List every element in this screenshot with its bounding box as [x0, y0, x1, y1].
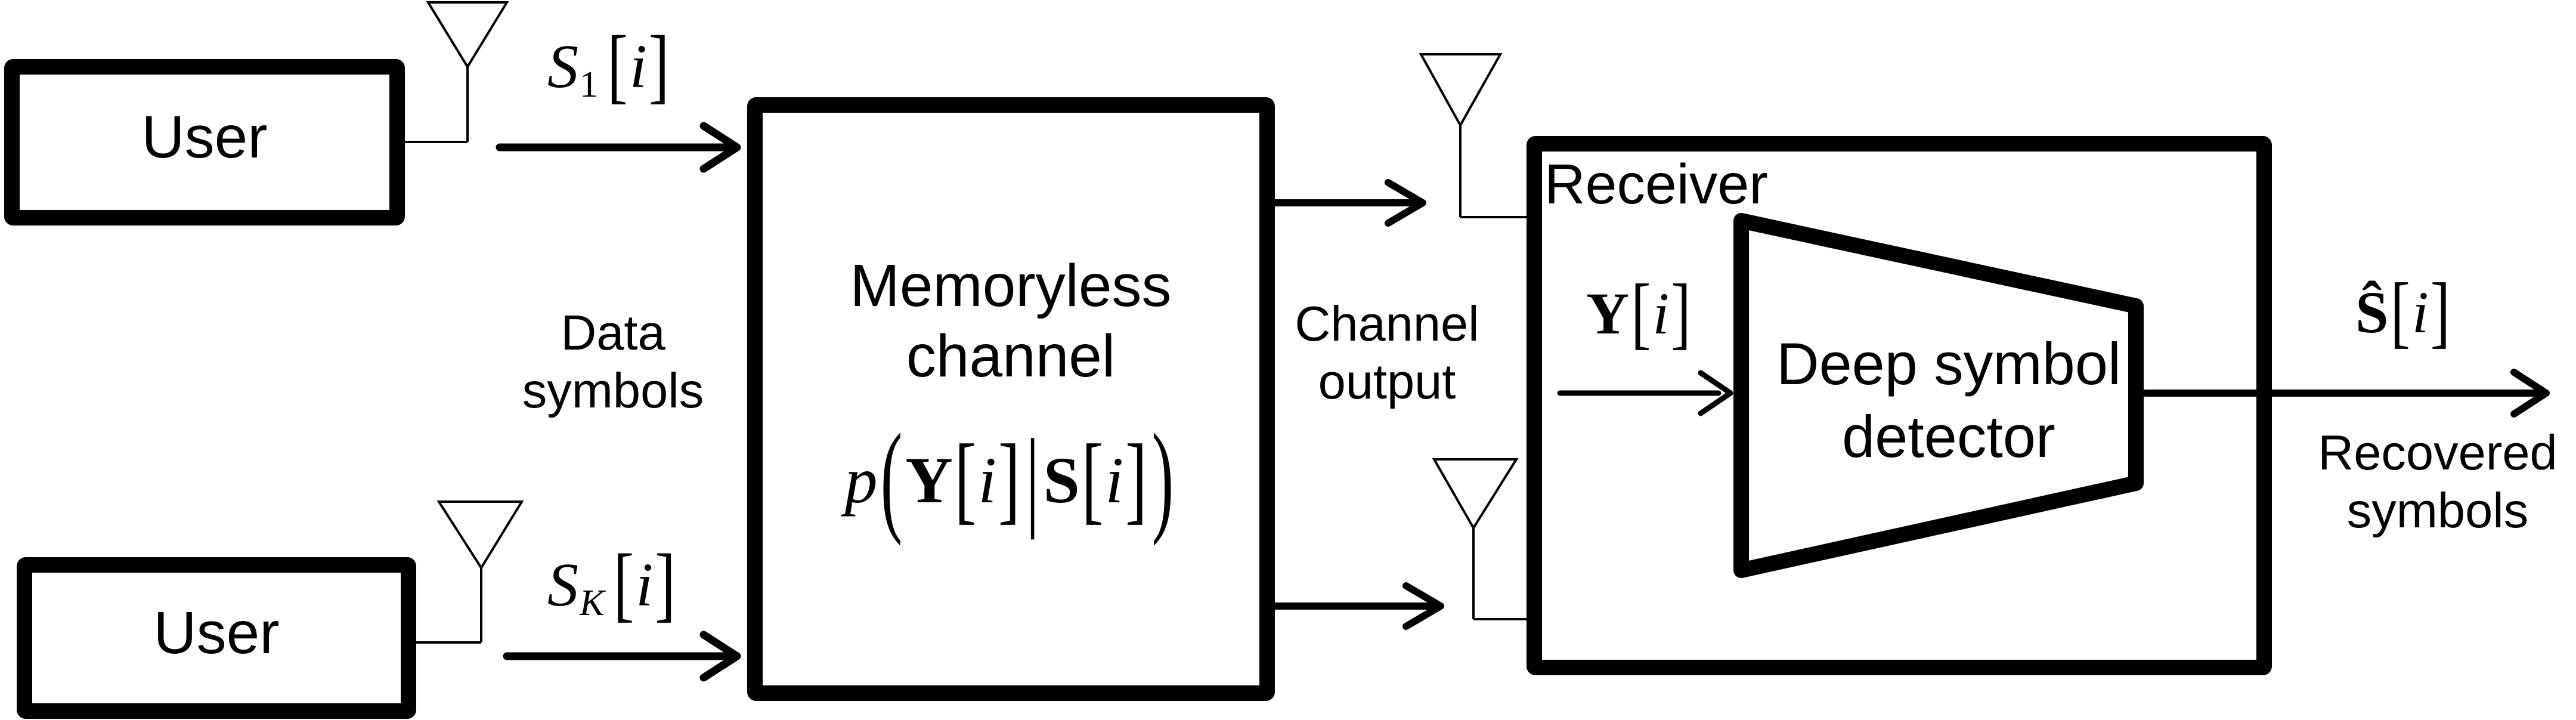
channel-formula: p(Y[i]|S[i]): [845, 415, 1177, 540]
recovered-symbols-line2: symbols: [2346, 483, 2529, 539]
data-symbols-line1: Data: [561, 305, 665, 360]
formula-lhs-open-bracket: [: [954, 424, 977, 533]
antenna-icon: [405, 1, 509, 143]
data-symbols-label: Data symbols: [522, 304, 704, 419]
y-open-bracket: [: [1631, 267, 1651, 357]
detector-title-line1: Deep symbol: [1776, 330, 2121, 397]
sk-close-bracket: ]: [655, 537, 676, 631]
channel-output-label: Channel output: [1295, 295, 1479, 410]
user-top-label: User: [141, 103, 268, 171]
formula-lhs: Y: [905, 444, 953, 517]
formula-lhs-index: i: [978, 444, 996, 517]
formula-open-paren: (: [880, 408, 903, 546]
channel-output-line2: output: [1318, 354, 1456, 410]
s1-index: i: [629, 32, 647, 101]
arrow-y-to-detector: [1557, 370, 1733, 416]
s-hat-open-bracket: [: [2390, 266, 2410, 356]
arrow-sk-to-channel: [503, 631, 741, 682]
channel-title-line1: Memoryless: [850, 252, 1172, 319]
user-bottom-box: User: [17, 557, 416, 719]
s1-close-bracket: ]: [648, 18, 670, 112]
user-top-box: User: [4, 59, 405, 225]
formula-fn: p: [844, 444, 878, 517]
y-input-label: Y[i]: [1586, 272, 1693, 353]
receiver-title: Receiver: [1544, 153, 1768, 216]
antenna-icon: [416, 500, 524, 644]
formula-conditional-bar: |: [1026, 416, 1039, 540]
arrow-s1-to-channel: [496, 122, 741, 173]
s1-base: S: [547, 32, 578, 101]
s-hat-output-label: Ŝ[i]: [2355, 271, 2452, 351]
recovered-symbols-line1: Recovered: [2318, 425, 2558, 480]
formula-rhs-open-bracket: [: [1081, 424, 1104, 533]
s-hat-close-bracket: ]: [2430, 266, 2451, 356]
detector-title-line2: detector: [1842, 403, 2055, 469]
y-index: i: [1652, 280, 1670, 347]
arrow-detector-output: [2142, 369, 2550, 418]
formula-rhs-index: i: [1105, 444, 1124, 517]
sk-signal-label: SK[i]: [547, 542, 677, 625]
data-symbols-line2: symbols: [522, 363, 704, 419]
formula-close-paren: ): [1151, 408, 1174, 546]
antenna-icon: [1419, 53, 1528, 218]
s-hat-index: i: [2411, 279, 2429, 345]
sk-open-bracket: [: [613, 537, 634, 631]
s1-signal-label: S1[i]: [547, 23, 671, 107]
channel-title-line2: channel: [906, 323, 1116, 390]
formula-rhs-close-bracket: ]: [1125, 424, 1147, 533]
sk-subscript: K: [580, 582, 605, 623]
recovered-symbols-label: Recovered symbols: [2318, 424, 2557, 539]
channel-output-line1: Channel: [1295, 296, 1479, 351]
s-hat-base: Ŝ: [2355, 279, 2389, 345]
antenna-icon: [1432, 458, 1528, 620]
y-base: Y: [1586, 280, 1630, 347]
memoryless-channel-title: Memoryless channel: [850, 251, 1172, 391]
memoryless-channel-box: [747, 97, 1275, 701]
arrow-channel-output-bottom: [1270, 582, 1444, 630]
formula-rhs: S: [1043, 444, 1080, 517]
deep-symbol-detector-shape: [1733, 213, 2144, 578]
deep-symbol-detector-title: Deep symbol detector: [1776, 327, 2121, 473]
s1-open-bracket: [: [607, 18, 628, 112]
s1-subscript: 1: [580, 63, 599, 105]
formula-lhs-close-bracket: ]: [998, 424, 1020, 533]
sk-index: i: [636, 551, 654, 619]
arrow-channel-output-top: [1270, 179, 1426, 227]
y-close-bracket: ]: [1671, 267, 1691, 357]
user-bottom-label: User: [153, 599, 280, 666]
sk-base: S: [547, 551, 578, 619]
